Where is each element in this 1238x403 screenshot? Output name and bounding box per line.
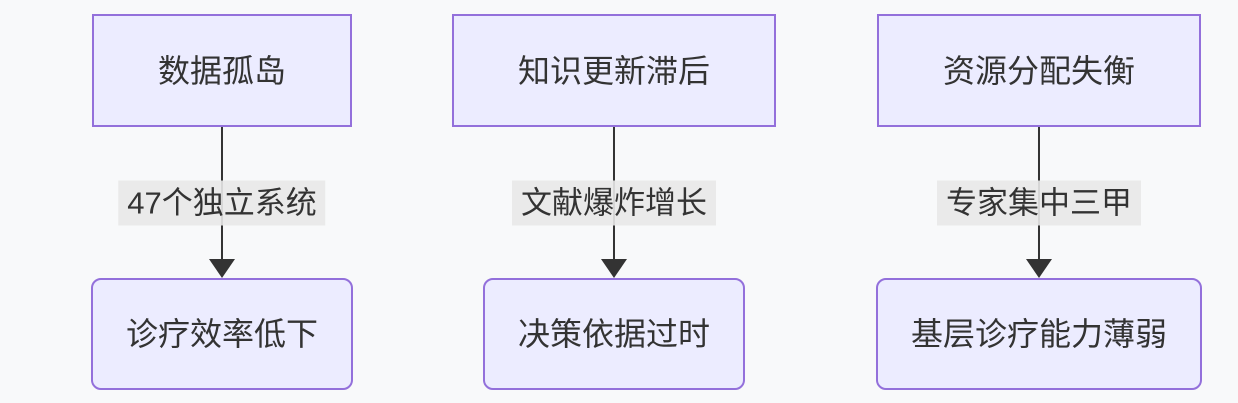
- flow-node-outdated-decisions: 决策依据过时: [482, 278, 746, 390]
- flow-node-resource-imbalance: 资源分配失衡: [876, 14, 1202, 127]
- flow-node-label: 知识更新滞后: [517, 52, 711, 89]
- flow-edge-2: 文献爆炸增长: [484, 127, 744, 278]
- arrowhead-down-icon: [600, 259, 627, 278]
- flow-node-label: 数据孤岛: [157, 52, 287, 89]
- flow-node-weak-primary-care: 基层诊疗能力薄弱: [875, 278, 1203, 390]
- flow-node-knowledge-lag: 知识更新滞后: [451, 14, 777, 127]
- flow-node-label: 基层诊疗能力薄弱: [910, 316, 1168, 352]
- arrowhead-down-icon: [208, 259, 235, 278]
- flow-node-data-silos: 数据孤岛: [91, 14, 353, 127]
- arrowhead-down-icon: [1025, 259, 1052, 278]
- flow-node-label: 诊疗效率低下: [125, 316, 319, 352]
- edge-label: 专家集中三甲: [936, 180, 1141, 225]
- flow-node-label: 决策依据过时: [517, 316, 711, 352]
- flow-column-1: 数据孤岛 47个独立系统 诊疗效率低下: [90, 14, 354, 390]
- edge-label: 文献爆炸增长: [511, 180, 716, 225]
- edge-label: 47个独立系统: [118, 180, 326, 225]
- flow-node-label: 资源分配失衡: [942, 52, 1136, 89]
- flow-column-3: 资源分配失衡 专家集中三甲 基层诊疗能力薄弱: [875, 14, 1203, 390]
- flow-node-low-efficiency: 诊疗效率低下: [90, 278, 354, 390]
- flow-edge-3: 专家集中三甲: [909, 127, 1169, 278]
- flow-column-2: 知识更新滞后 文献爆炸增长 决策依据过时: [451, 14, 777, 390]
- flow-edge-1: 47个独立系统: [92, 127, 352, 278]
